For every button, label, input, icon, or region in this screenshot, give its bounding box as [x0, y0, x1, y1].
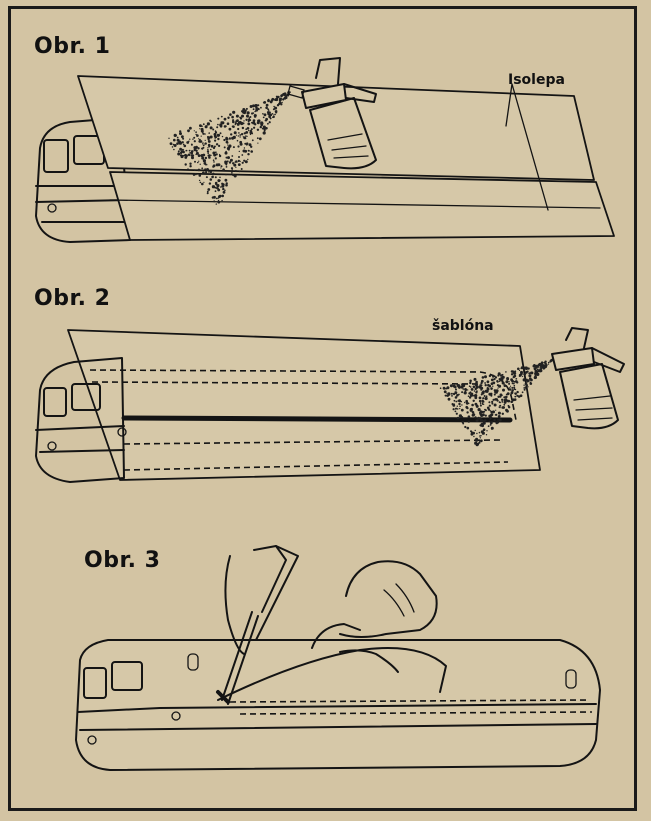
- illustration-frame: [8, 6, 637, 811]
- train-car-3: [75, 639, 601, 771]
- stencil-sheet: [67, 329, 541, 481]
- spray-bottle-2: [551, 327, 625, 430]
- stencil-label: šablóna: [432, 318, 494, 334]
- hand-with-tweezers: [216, 545, 299, 705]
- panel-1-drawing: [35, 57, 615, 243]
- spray-bottle-1: [287, 57, 377, 170]
- tape-label: Isolepa: [508, 72, 565, 88]
- panel-3-title: Obr. 3: [84, 548, 161, 573]
- spray-mist-2: [439, 358, 554, 447]
- tape-callout-line: [505, 83, 549, 211]
- hand-pulling-tape: [311, 560, 438, 673]
- panel-2-title: Obr. 2: [34, 286, 111, 311]
- panel-3-drawing: [75, 545, 601, 771]
- panel-1-title: Obr. 1: [34, 34, 111, 59]
- train-car-2: [35, 357, 127, 483]
- spray-mist-1: [168, 91, 291, 205]
- panel-2-drawing: [35, 327, 625, 483]
